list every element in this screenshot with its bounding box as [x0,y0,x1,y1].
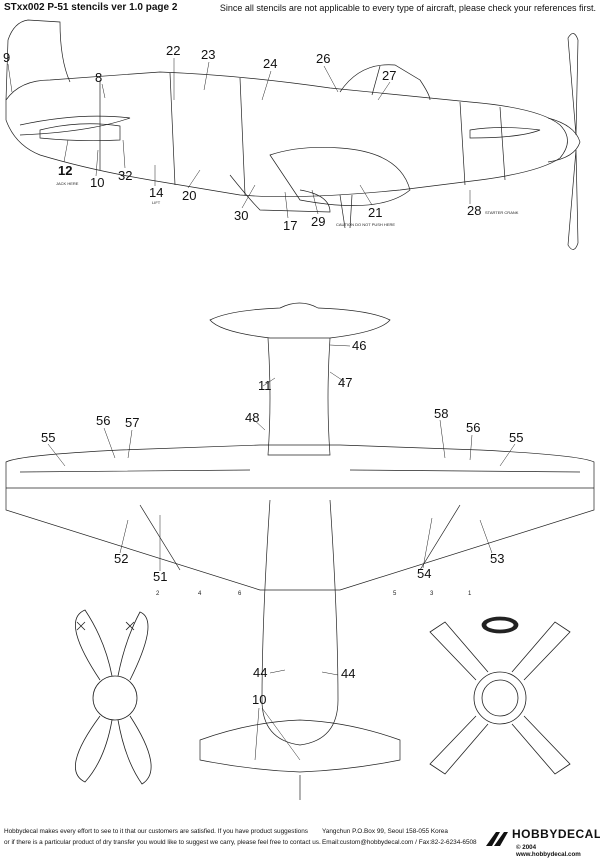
callout-44-right: 44 [341,666,355,681]
wing-station-5: 5 [393,591,397,597]
callout-58: 58 [434,406,448,421]
callout-10-plan: 10 [252,692,266,707]
callout-47: 47 [338,375,352,390]
wing-station-4: 4 [198,591,202,597]
footer-address-block: Yangchun P.O.Box 99, Seoul 158-055 Korea… [322,826,512,848]
label-caution-push: CAUTION DO NOT PUSH HERE [336,222,395,227]
callout-53: 53 [490,551,504,566]
brand-name: HOBBYDECAL [512,827,600,841]
wing-station-2: 2 [156,591,160,597]
callout-11: 11 [258,378,272,393]
callout-14: 14 [149,185,163,200]
stencil-diagram: 9 8 22 23 24 26 27 12 JACK HERE 10 32 14… [3,19,595,800]
spinner-front-view [429,616,571,775]
callout-51: 51 [153,569,167,584]
callout-29: 29 [311,214,325,229]
label-jack-here: JACK HERE [56,181,79,186]
leader-lines [7,58,516,761]
callout-28: 28 [467,203,481,218]
callout-8: 8 [95,70,102,85]
callout-27: 27 [382,68,396,83]
footer-contact: Email:custom@hobbydecal.com / Fax:82-2-6… [322,839,477,846]
wing-station-6: 6 [238,591,242,597]
footer-address: Yangchun P.O.Box 99, Seoul 158-055 Korea [322,828,448,835]
callout-12: 12 [58,163,72,178]
callout-22: 22 [166,43,180,58]
footer-disclaimer: Hobbydecal makes every effort to see to … [4,826,334,848]
footer-line-2: or if there is a particular product of d… [4,839,321,846]
label-starter-crank: STARTER CRANK [485,210,519,215]
wing-station-1: 1 [468,591,472,597]
footer-line-1: Hobbydecal makes every effort to see to … [4,828,308,835]
callout-32: 32 [118,168,132,183]
propeller-front-view [75,609,152,785]
reference-note: Since all stencils are not applicable to… [219,3,596,13]
callout-46: 46 [352,338,366,353]
callout-55-right: 55 [509,430,523,445]
sheet-title: STxx002 P-51 stencils ver 1.0 page 2 [4,2,178,13]
logo-mark-icon [486,832,508,846]
callout-10-side: 10 [90,175,104,190]
side-view [5,19,581,250]
plan-view [5,302,595,800]
callout-30: 30 [234,208,248,223]
brand-logo: HOBBYDECAL © 2004 www.hobbydecal.com [484,826,600,860]
callout-17: 17 [283,218,297,233]
callout-57: 57 [125,415,139,430]
wing-station-3: 3 [430,591,434,597]
label-lift: LIFT [152,200,161,205]
callout-21: 21 [368,205,382,220]
callout-52: 52 [114,551,128,566]
callout-56-right: 56 [466,420,480,435]
callout-54: 54 [417,566,431,581]
callout-44-left: 44 [253,665,267,680]
callout-23: 23 [201,47,215,62]
callout-56-left: 56 [96,413,110,428]
brand-copyright: © 2004 www.hobbydecal.com [516,844,581,858]
callout-20: 20 [182,188,196,203]
callout-9: 9 [3,50,10,65]
callout-55-left: 55 [41,430,55,445]
callout-24: 24 [263,56,277,71]
callout-26: 26 [316,51,330,66]
